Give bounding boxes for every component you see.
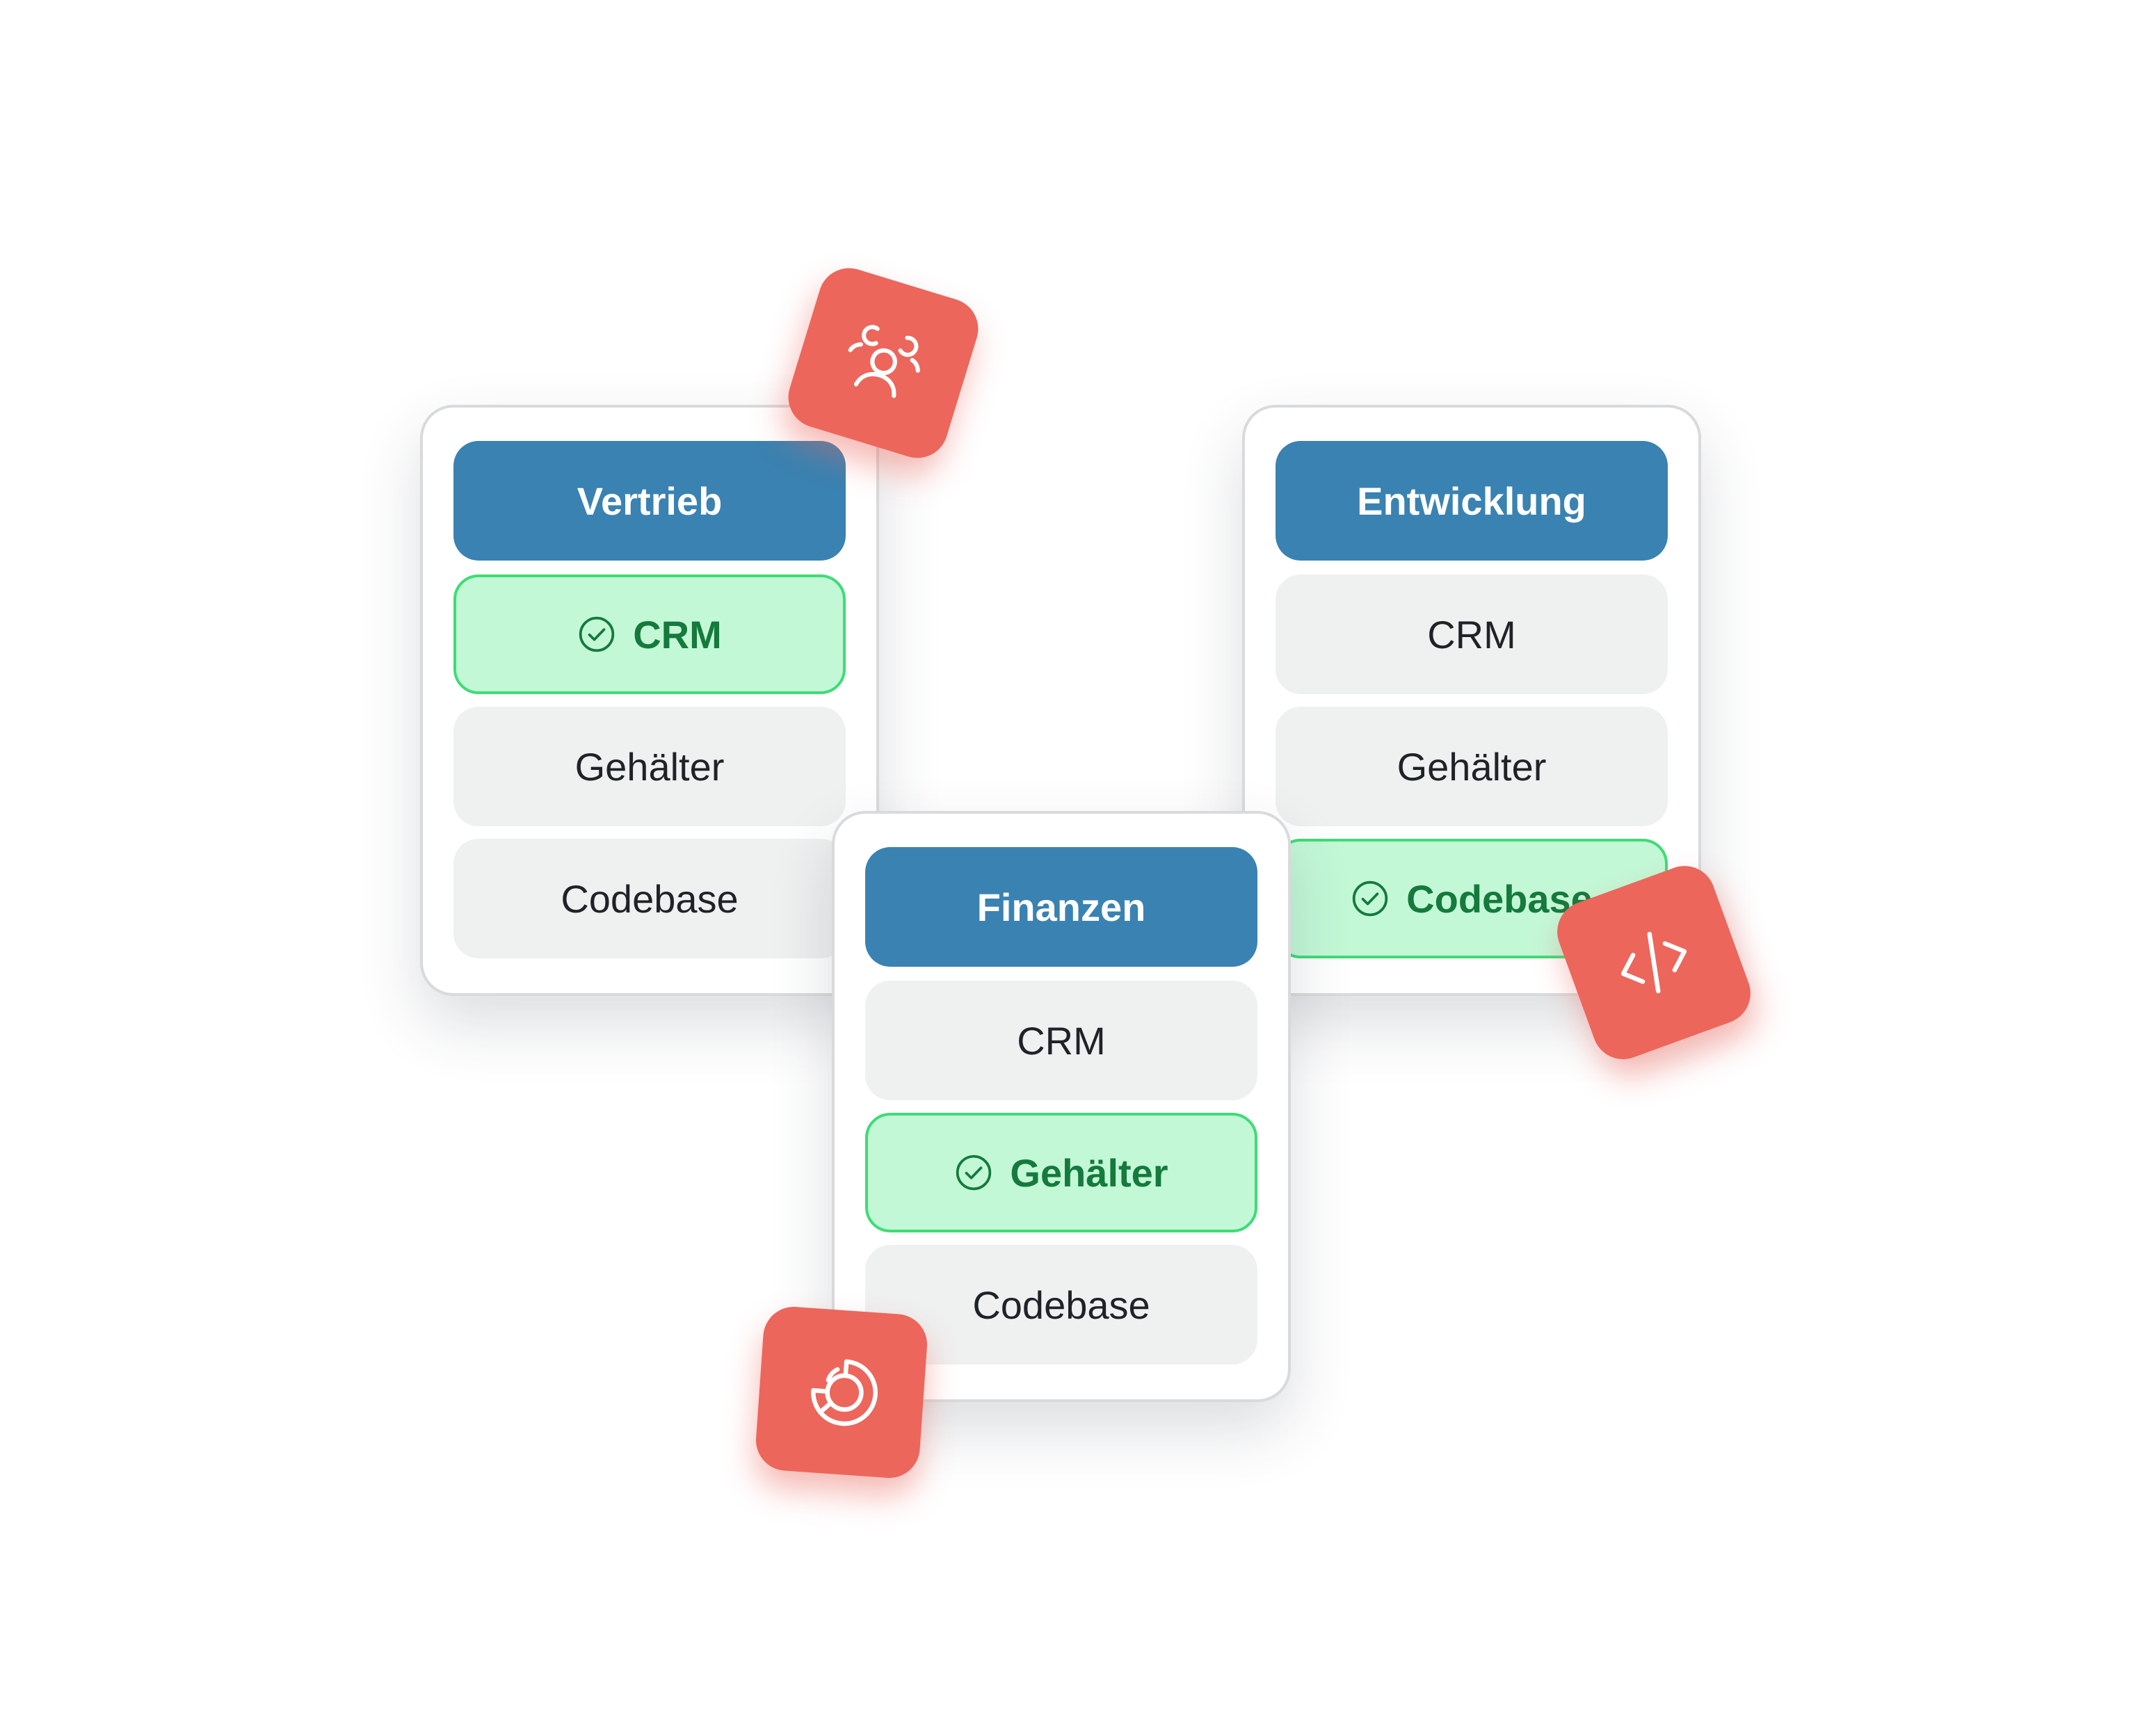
card-finanzen: Finanzen CRM Gehälter Codebase [832, 811, 1291, 1402]
permission-label: Codebase [1406, 876, 1593, 921]
card-header-entwicklung: Entwicklung [1276, 441, 1668, 561]
permission-label: Codebase [561, 876, 739, 921]
permission-item-gehaelter: Gehälter [1276, 707, 1668, 826]
pie-chart-icon [811, 1359, 878, 1426]
permission-item-gehaelter: Gehälter [453, 707, 846, 826]
permission-item-crm: CRM [1276, 574, 1668, 694]
check-circle-icon [956, 1155, 992, 1191]
permission-item-crm: CRM [865, 981, 1257, 1100]
card-header-vertrieb: Vertrieb [453, 441, 846, 561]
permission-label: Gehälter [574, 744, 725, 789]
code-icon [1620, 931, 1687, 994]
pie-chart-badge [754, 1305, 929, 1480]
permission-label: CRM [633, 612, 722, 657]
permission-item-codebase: Codebase [453, 839, 846, 958]
permission-label: Codebase [972, 1282, 1150, 1327]
permission-label: Gehälter [1397, 744, 1547, 789]
users-badge [780, 260, 986, 466]
permission-label: CRM [1427, 612, 1516, 657]
card-vertrieb: Vertrieb CRM Gehälter Codebase [420, 405, 879, 996]
users-icon [848, 325, 920, 399]
code-badge [1548, 857, 1760, 1068]
card-header-finanzen: Finanzen [865, 847, 1257, 967]
card-entwicklung: Entwicklung CRM Gehälter Codebase [1242, 405, 1701, 996]
check-circle-icon [1352, 880, 1388, 917]
permission-label: CRM [1017, 1018, 1106, 1063]
permission-item-crm: CRM [453, 574, 846, 694]
permission-item-codebase: Codebase [865, 1245, 1257, 1365]
check-circle-icon [579, 616, 615, 652]
permission-label: Gehälter [1010, 1150, 1168, 1195]
permission-item-gehaelter: Gehälter [865, 1113, 1257, 1232]
